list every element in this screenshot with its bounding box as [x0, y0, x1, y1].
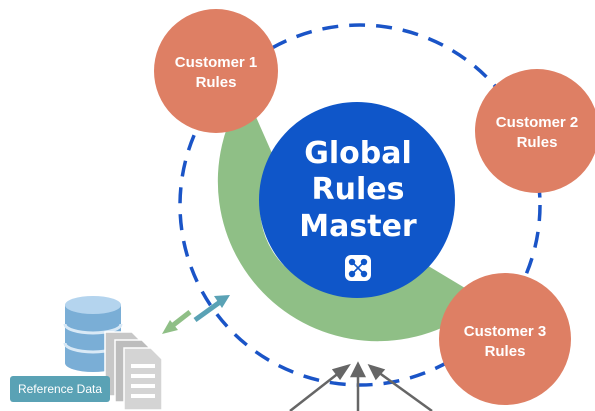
input-arrow-left-head — [331, 363, 351, 381]
master-title-line-2: Rules — [312, 172, 405, 207]
sync-arrow-in — [170, 310, 192, 328]
input-arrow-center-head — [349, 361, 367, 378]
master-title-line-3: Master — [299, 209, 417, 244]
sync-arrow-out — [193, 299, 222, 323]
customer-2-node: Customer 2 Rules — [475, 69, 595, 193]
input-arrow-right-head — [367, 363, 386, 381]
customer-3-label-line-2: Rules — [485, 343, 526, 360]
master-title-line-1: Global — [304, 136, 412, 171]
customer-3-label-line-1: Customer 3 — [464, 323, 547, 340]
input-arrow-left — [289, 371, 341, 411]
customer-1-label-line-2: Rules — [196, 74, 237, 91]
sync-arrows — [162, 295, 230, 334]
customer-2-label-line-1: Customer 2 — [496, 114, 579, 131]
dashed-ring — [178, 23, 542, 387]
customer-2-label-line-2: Rules — [517, 134, 558, 151]
reference-data-label: Reference Data — [10, 376, 110, 402]
input-arrow-right — [377, 370, 433, 411]
customer-1-node: Customer 1 Rules — [154, 9, 278, 133]
sync-arrow-in-head — [162, 320, 178, 334]
master-circle — [259, 102, 455, 298]
coverage-arc — [217, 92, 485, 342]
documents-icon — [104, 331, 163, 411]
network-nodes-icon — [345, 255, 371, 281]
customer-3-node: Customer 3 Rules — [439, 273, 571, 405]
input-arrows — [289, 361, 433, 411]
sync-arrow-out-head — [214, 295, 230, 308]
customer-1-label-line-1: Customer 1 — [175, 54, 258, 71]
